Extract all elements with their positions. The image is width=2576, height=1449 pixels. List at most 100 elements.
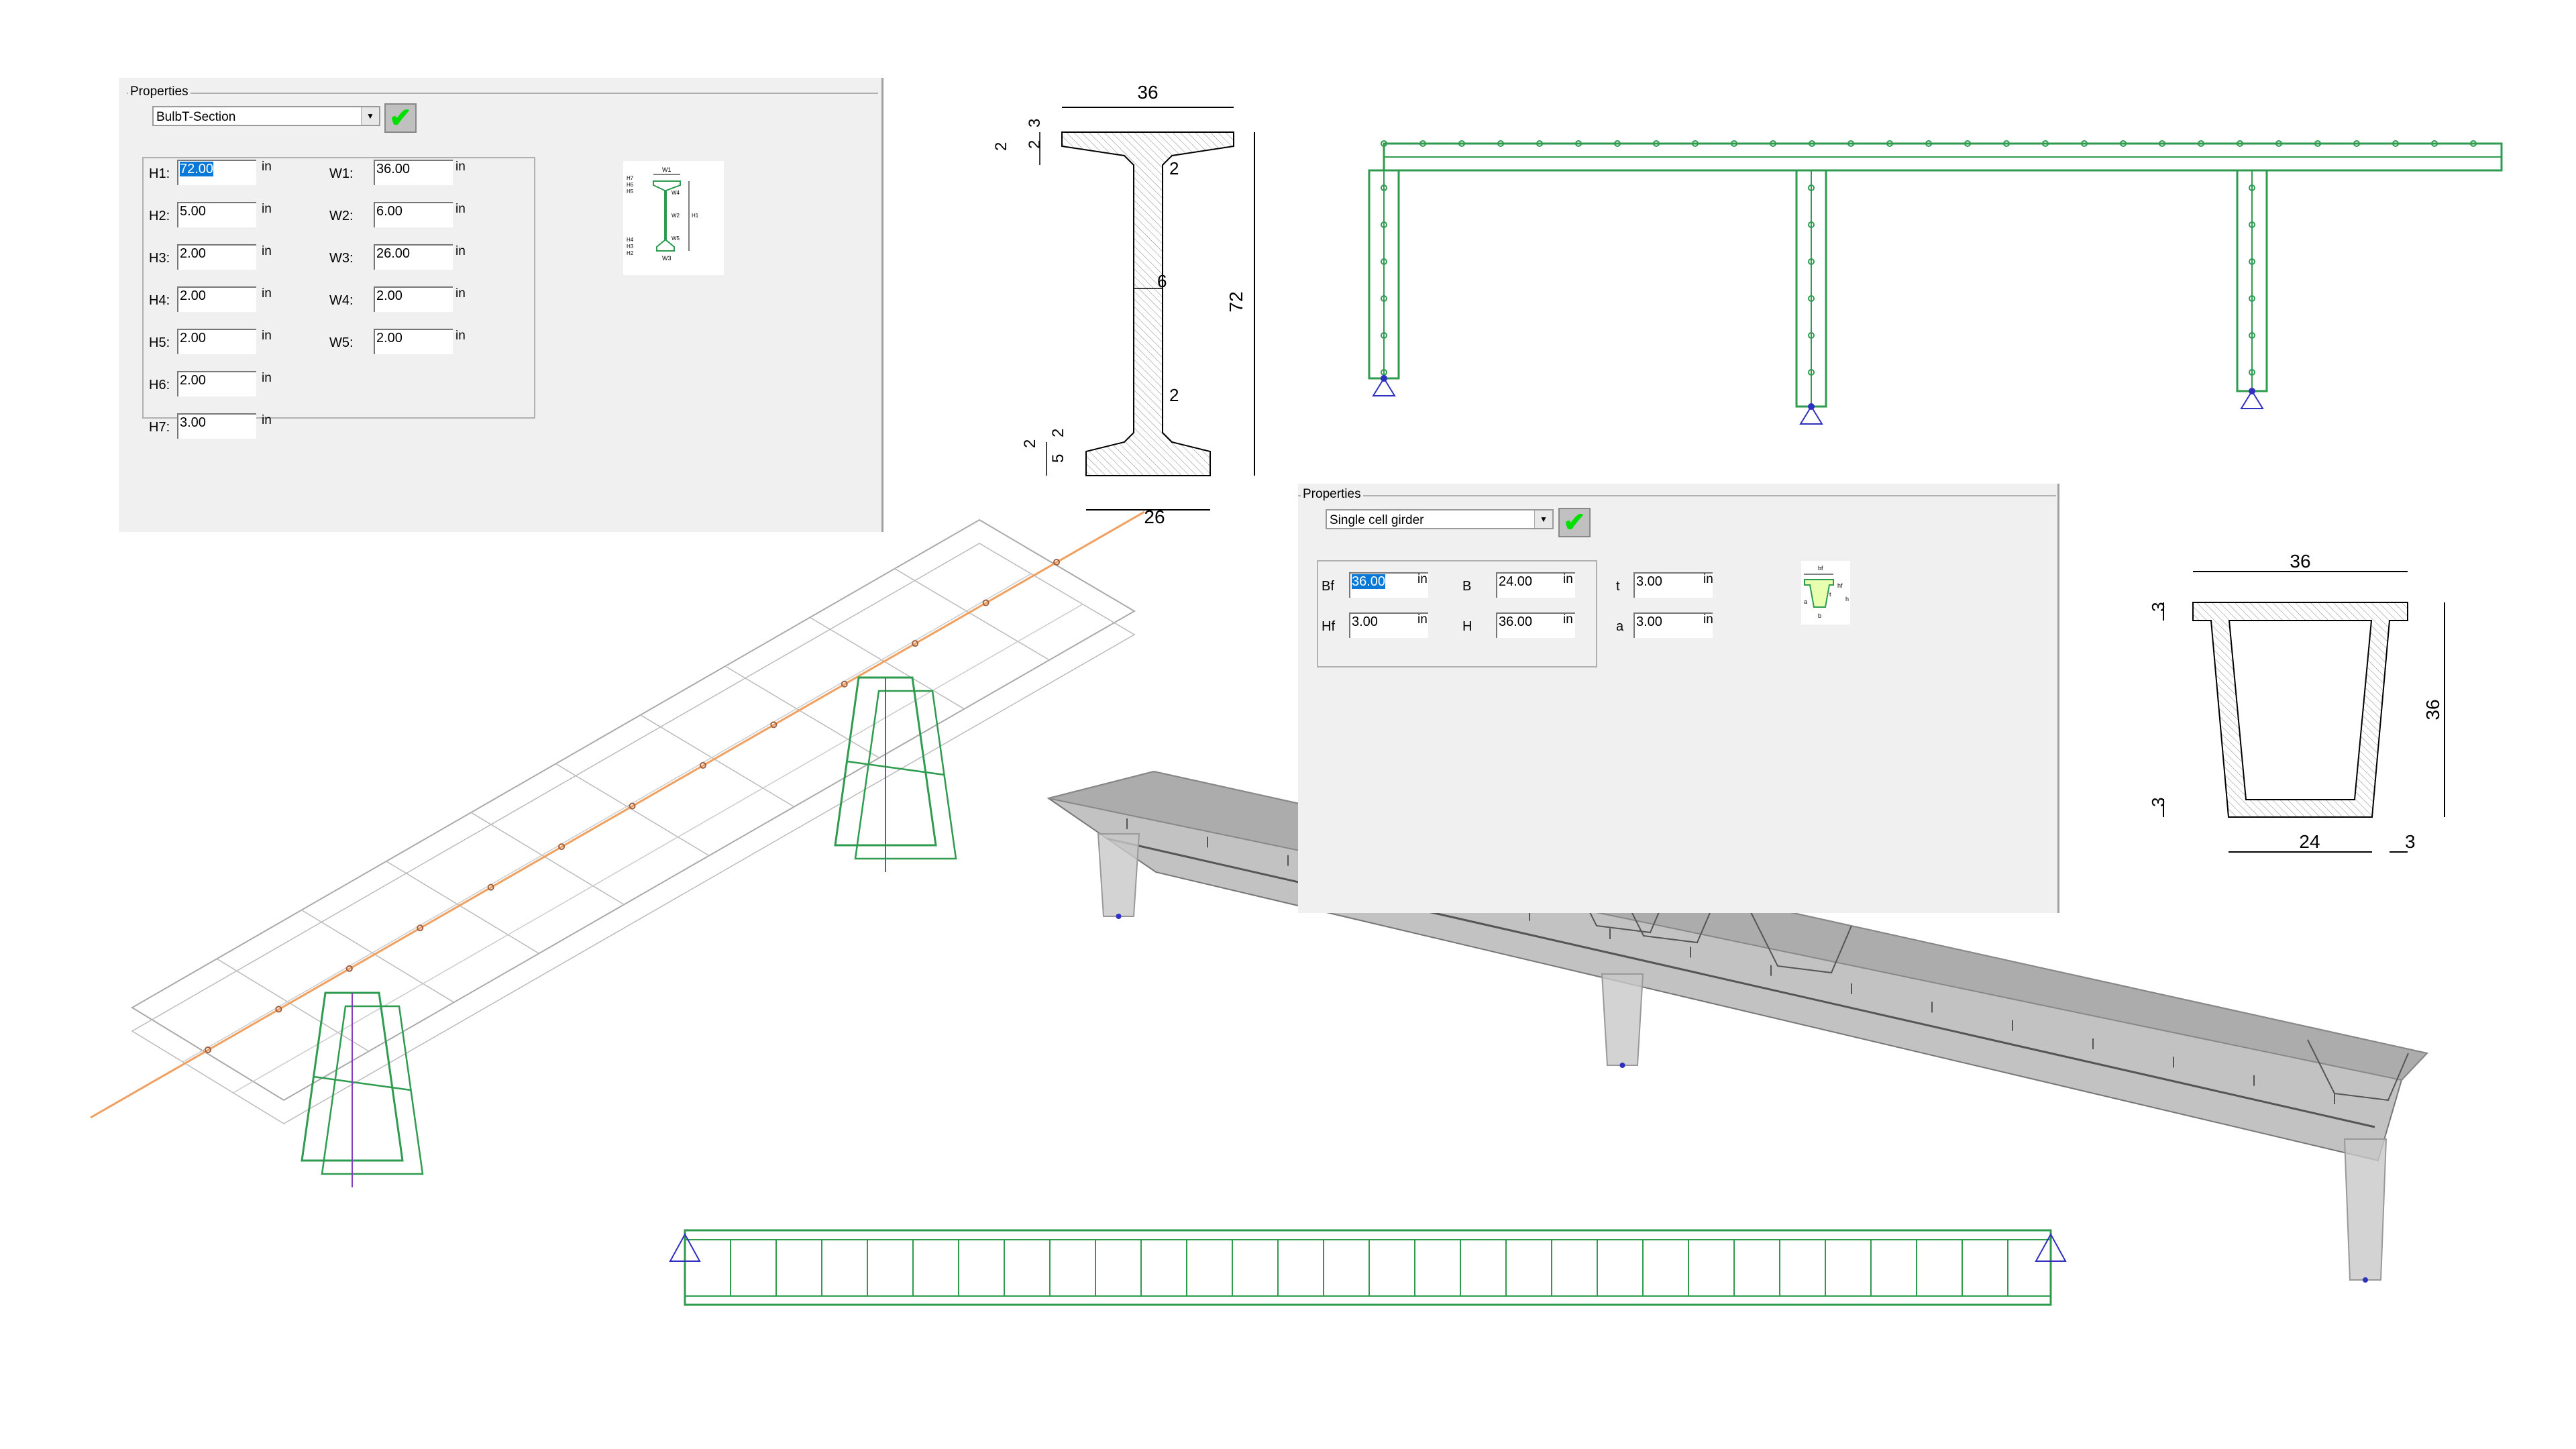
member-axis [90,511,1145,1119]
dimension-value: 5.00 [180,204,206,219]
elevation-girder [684,1229,2052,1306]
bulbt-diagram-icon: W1 H7 H6 H5 W4 W2 H1 H4 H3 H2 W5 W3 [627,166,699,262]
support-icon [2035,1232,2067,1262]
diagram-label: bf [1818,565,1823,572]
deck-cross-line [470,812,625,906]
box-properties-panel: Properties Single cell girder ▼ ✔ Bf 36.… [1298,484,2059,913]
field-label: W2: [329,209,354,223]
node-marker [275,1006,282,1013]
dimension-value: 24.00 [1499,574,1533,589]
dimension-input[interactable]: 2.00 [374,329,453,354]
diaphragm [2307,1039,2409,1102]
checkmark-icon: ✔ [1563,508,1586,537]
unit-label: in [455,244,466,258]
unit-label: in [262,160,272,174]
dimension-input[interactable]: 24.00 [1496,572,1575,598]
chevron-down-icon[interactable]: ▼ [1534,511,1552,528]
node-marker [487,883,494,891]
diagram-label: H1 [692,213,699,219]
node-marker [1808,369,1815,376]
diagram-label: H6 [627,182,634,188]
dimension-value: 3.00 [1636,614,1662,629]
support-node [1116,914,1122,919]
dimension-value: 2.00 [180,246,206,261]
section-type-select[interactable]: Single cell girder ▼ [1326,509,1554,529]
node-marker [1458,140,1465,147]
dimension-group [1317,560,1597,667]
dimension-input[interactable]: 6.00 [374,202,453,227]
deck-cross-line [301,909,454,1003]
dimension-input[interactable]: 3.00 [1349,612,1428,638]
dimension-input[interactable]: 2.00 [374,286,453,312]
diagram-label: t [1829,591,1831,598]
dimension-input[interactable]: 36.00 [1496,612,1575,638]
diagram-label: H7 [627,175,634,181]
node-marker [2275,140,2282,147]
unit-label: in [262,413,272,427]
node-marker [2431,140,2438,147]
dimension-value: 26.00 [376,246,411,261]
apply-button[interactable]: ✔ [1558,508,1591,537]
dimension-input[interactable]: 72.00 [177,160,256,185]
support-node [1808,403,1815,410]
field-label: H [1462,619,1472,634]
node-marker [1809,140,1815,147]
dimension-input[interactable]: 2.00 [177,286,256,312]
node-marker [1886,140,1893,147]
node-marker [205,1046,211,1053]
diagram-label: hf [1837,582,1843,589]
box-cell-void [2228,620,2373,800]
dimension-input[interactable]: 36.00 [374,160,453,185]
diagram-label: W3 [662,255,672,262]
properties-legend: Properties [128,85,191,99]
dimension-value: 3.00 [1636,574,1662,589]
unit-label: in [262,371,272,385]
chevron-down-icon[interactable]: ▼ [361,107,379,125]
dimension-input[interactable]: 26.00 [374,244,453,270]
apply-button[interactable]: ✔ [384,103,417,133]
node-marker [1381,140,1387,147]
deck-cross-line [216,958,370,1052]
support-icon [1372,377,1396,396]
dimension-group [142,157,535,419]
node-marker [1808,332,1815,339]
node-marker [841,680,848,688]
field-label: H6: [149,378,170,392]
node-marker [1808,221,1815,228]
diagram-label: W2 [672,213,680,219]
field-label: H2: [149,209,170,223]
node-marker [1925,140,1932,147]
dimension-input[interactable]: 2.00 [177,244,256,270]
field-label: H7: [149,420,170,435]
dimension-value: 3.00 [1352,614,1378,629]
unit-label: in [1563,612,1573,627]
node-marker [1808,258,1815,265]
node-marker [2470,140,2477,147]
deck-cross-line [386,861,539,954]
node-marker [2314,140,2321,147]
node-marker [417,924,424,932]
node-marker [2198,140,2204,147]
dimension-input[interactable]: 36.00 [1349,572,1428,598]
dimension-value: 2.00 [180,288,206,303]
dimension-input[interactable]: 2.00 [177,329,256,354]
dimension-value: 36.00 [1499,614,1533,629]
box-section-diagram: bf hf h t a b [1801,561,1850,625]
unit-label: in [455,202,466,216]
node-marker [1381,258,1387,265]
dimension-input[interactable]: 3.00 [1633,572,1713,598]
node-marker [2159,140,2165,147]
field-label: Hf [1322,619,1335,634]
dimension-input[interactable]: 3.00 [1633,612,1713,638]
checkmark-icon: ✔ [389,103,412,133]
node-marker [1381,295,1387,302]
dimension-input[interactable]: 2.00 [177,371,256,396]
diagram-label: a [1804,598,1807,605]
dimension-input[interactable]: 5.00 [177,202,256,227]
node-marker [1614,140,1621,147]
properties-legend: Properties [1301,487,1363,502]
unit-label: in [1703,572,1713,586]
dimension-value: 2.00 [376,331,402,345]
section-type-select[interactable]: BulbT-Section ▼ [152,106,380,126]
dimension-input[interactable]: 3.00 [177,413,256,439]
